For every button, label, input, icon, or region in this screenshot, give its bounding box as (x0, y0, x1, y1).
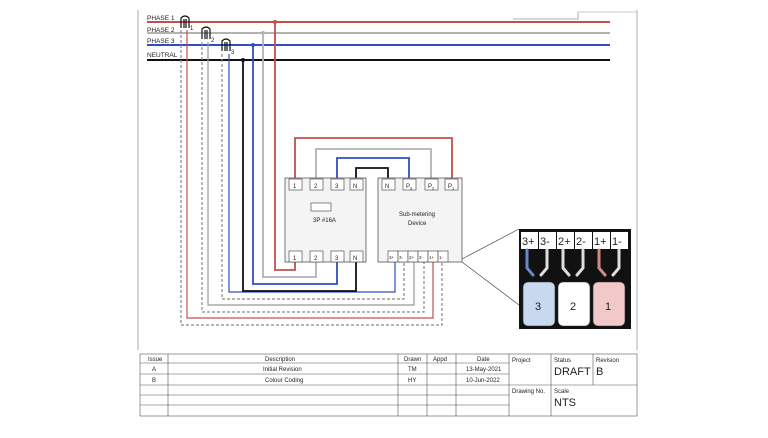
meter-ct-terminal-1p: 1+ (429, 255, 435, 260)
tb-row-a-issue: A (152, 367, 156, 373)
voltage-sense-wires (294, 137, 453, 180)
meter-ct-terminal-2p: 2+ (409, 255, 415, 260)
cable-1 (592, 281, 626, 327)
ct-wiring (180, 30, 443, 326)
ct-2-number: 2 (211, 38, 215, 44)
drawing-frame (137, 10, 638, 350)
ct-2-icon (201, 26, 211, 39)
tb-row-b-date: 10-Jun-2022 (466, 378, 500, 384)
phase-1-sense (294, 137, 453, 180)
phase-2-label: PHASE 2 (147, 27, 175, 34)
tb-row-b-issue: B (152, 378, 156, 384)
ct-2-dashed-loop (201, 42, 425, 313)
detail-terminal-3p: 3+ (522, 236, 535, 248)
meter-ct-terminal-3n: 3- (399, 255, 404, 260)
breaker-top-terminal-3: 3 (335, 184, 339, 190)
phase-3-label: PHASE 3 (147, 38, 175, 45)
tb-status-value: DRAFT (554, 366, 591, 378)
tb-status-label: Status (554, 358, 571, 364)
tb-row-a-description: Initial Revision (263, 367, 302, 373)
neutral-label: NEUTRAL (147, 52, 178, 59)
meter-terminal-p3: P3 (406, 184, 413, 191)
title-block-text: Issue Description Drawn Appd Date A Init… (148, 357, 619, 395)
detail-terminal-1p: 1+ (594, 236, 607, 248)
tap-points (241, 20, 277, 62)
phase-2-drop (262, 33, 317, 278)
current-transformers (180, 15, 231, 51)
tb-project-label: Project (512, 358, 531, 364)
breaker-bottom-terminal-3: 3 (335, 256, 339, 262)
detail-terminal-2n: 2- (576, 236, 586, 248)
tb-header-date: Date (477, 357, 490, 363)
sub-metering-device: N P3 P2 P1 Sub-metering Device 3+ 3- 2+ … (377, 177, 463, 263)
phase-1-drop (274, 22, 296, 271)
meter-title-line-2: Device (408, 221, 427, 227)
meter-ct-terminal-3p: 3+ (389, 255, 395, 260)
connector-detail: 3+ 3- 2+ 2- 1+ 1- 3 2 1 (519, 229, 631, 329)
detail-terminal-2p: 2+ (558, 236, 571, 248)
phase-1-label: PHASE 1 (147, 15, 175, 22)
title-block (139, 353, 638, 417)
tb-drawing-no-label: Drawing No. (512, 389, 545, 395)
tb-row-a-date: 13-May-2021 (466, 367, 502, 373)
phase-3-sense (336, 157, 410, 180)
tb-row-b-description: Colour Coding (265, 378, 303, 384)
tb-header-issue: Issue (148, 357, 163, 363)
bus-bars (147, 21, 610, 61)
tb-scale-label: Scale (554, 389, 570, 395)
ct-3-number: 3 (231, 50, 235, 56)
cable-2 (557, 281, 591, 327)
breaker-top-terminal-n: N (353, 184, 357, 190)
tb-scale-value: NTS (554, 397, 576, 409)
cable-3 (522, 281, 556, 327)
detail-terminal-1n: 1- (612, 236, 622, 248)
ct-1-pink-wire (186, 30, 434, 319)
meter-ct-terminal-2n: 2- (419, 255, 424, 260)
ct-2-grey-wire (207, 42, 415, 306)
ct-3-blue-wire (228, 54, 396, 293)
circuit-breaker: 1 2 3 N 1 2 3 N 3P #16A (284, 177, 367, 263)
phase-3-drop (252, 45, 338, 285)
breaker-bottom-terminal-n: N (353, 256, 357, 262)
meter-terminal-p2: P2 (428, 184, 435, 191)
phase-2-sense (315, 148, 432, 180)
tb-revision-label: Revision (596, 358, 619, 364)
breaker-bottom-terminal-1: 1 (293, 256, 297, 262)
breaker-rating: 3P #16A (313, 218, 336, 224)
cable-2-number: 2 (570, 301, 576, 313)
ct-1-dashed-loop (180, 30, 443, 326)
meter-terminal-n: N (385, 184, 389, 190)
tb-revision-value: B (596, 366, 603, 378)
breaker-top-terminal-2: 2 (314, 184, 318, 190)
phase-labels: PHASE 1 PHASE 2 PHASE 3 NEUTRAL (147, 15, 178, 59)
meter-title-line-1: Sub-metering (399, 212, 435, 218)
cable-1-number: 1 (605, 301, 611, 313)
tb-row-a-drawn: TM (408, 367, 417, 373)
neutral-sense (355, 167, 389, 180)
detail-terminal-3n: 3- (540, 236, 550, 248)
ct-1-number: 1 (190, 26, 194, 32)
cable-3-number: 3 (535, 301, 541, 313)
ct-3-dashed-loop (221, 54, 405, 300)
zoom-leader-lines (461, 228, 520, 306)
ct-1-icon (180, 15, 190, 28)
tb-header-appd: Appd (433, 357, 447, 363)
neutral-drop (242, 60, 357, 292)
meter-ct-terminal-1n: 1- (439, 255, 444, 260)
meter-terminal-p1: P1 (448, 184, 455, 191)
breaker-top-terminal-1: 1 (293, 184, 297, 190)
ct-3-icon (221, 38, 231, 51)
breaker-bottom-terminal-2: 2 (314, 256, 318, 262)
tb-header-drawn: Drawn (404, 357, 421, 363)
breaker-supply-wires (242, 22, 357, 292)
tb-row-b-drawn: HY (408, 378, 416, 384)
tb-header-description: Description (265, 357, 295, 363)
